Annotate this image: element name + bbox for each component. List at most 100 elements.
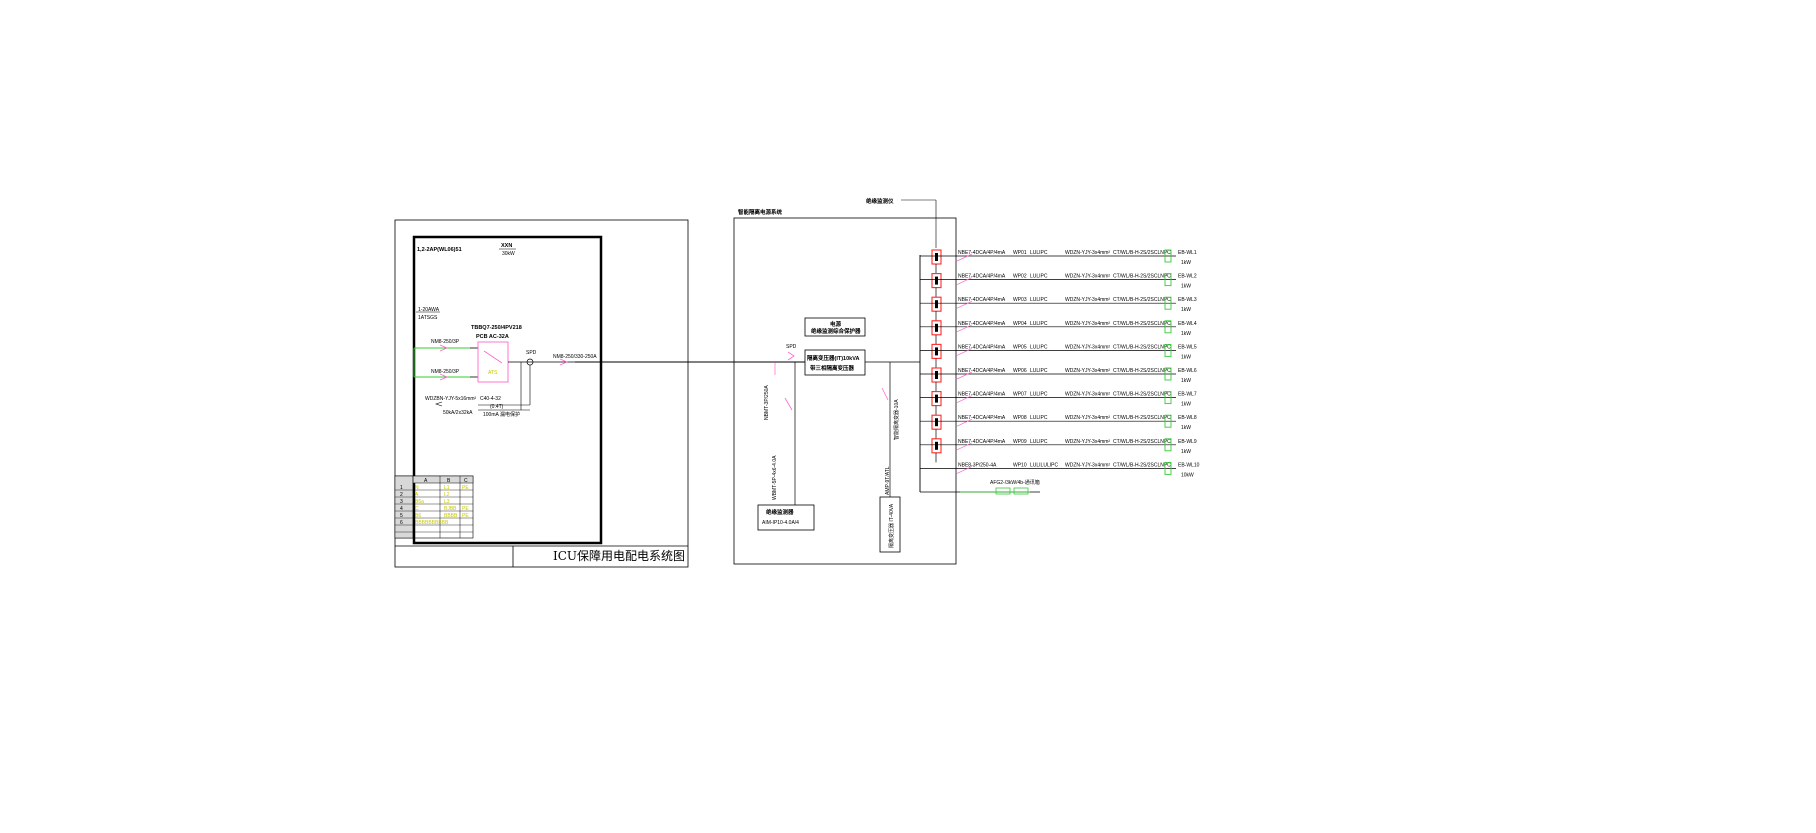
circuit-load-label: LULIPC	[1030, 344, 1048, 350]
panel-id: XXN	[501, 243, 512, 249]
circuit-cable-label: WDZN-YJY-3x4mm²	[1065, 250, 1110, 256]
module-core	[935, 418, 938, 427]
power-box-line2: 绝缘监测综合保护器	[811, 327, 861, 335]
circuit-breaker-label: NBE7-4DCA/4P/4mA	[958, 321, 1006, 327]
circuit-load-label: LULIPC	[1030, 274, 1048, 280]
load-terminal	[1164, 273, 1172, 287]
circuit-id-label: EB-WL10	[1178, 462, 1200, 468]
breaker-symbol	[956, 348, 973, 356]
out-breaker-symbol	[559, 358, 569, 366]
legend-header-c: C	[464, 478, 468, 484]
right-box-label: 隔离变压器 IT-40VA	[888, 503, 895, 548]
circuit-note-label: CT/WL/B-H-2S/2SCLNPC	[1113, 321, 1171, 327]
circuit-note-label: CT/WL/B-H-2S/2SCLNPC	[1113, 368, 1171, 374]
load-terminal	[1164, 320, 1172, 334]
circuit-wl-label: WP02	[1013, 274, 1027, 280]
circuit-breaker-label: NBE7-4DCA/4P/4mA	[958, 274, 1006, 280]
legend-row-b: L2	[444, 492, 450, 498]
circuit-id-label: EB-WL6	[1178, 368, 1197, 374]
circuit-kw-label: 1kW	[1181, 402, 1191, 408]
circuit-id-label: EB-WL5	[1178, 344, 1197, 350]
breaker-symbol	[956, 371, 973, 380]
legend-row-a: B6	[415, 513, 421, 519]
module-core	[935, 347, 938, 356]
circuit-cable-label: WDZN-YJY-3x4mm²	[1065, 392, 1110, 398]
load-terminal	[1164, 249, 1172, 263]
legend-header-b: B	[447, 478, 451, 484]
circuit-cable-label: WDZN-YJY-3x4mm²	[1065, 344, 1110, 350]
circuit-id-label: EB-WL9	[1178, 439, 1197, 445]
circuit-breaker-label: NBE7-4DCA/4P/4mA	[958, 392, 1006, 398]
breaker-symbol	[956, 395, 973, 403]
right-panel-title: 智能隔离电源系统	[738, 208, 783, 216]
circuit-id-label: EB-WL1	[1178, 250, 1197, 256]
ats-sub: PCB AC-32A	[476, 334, 509, 340]
ats-box	[477, 341, 509, 383]
circuit-note-label: CT/WL/B-H-2S/2SCLNPC	[1113, 392, 1171, 398]
breaker-symbol	[956, 324, 973, 333]
circuit-id-label: EB-WL2	[1178, 274, 1197, 280]
insulation-modules	[931, 249, 942, 463]
ats-model: TBBQ7-250/4PV218	[471, 325, 522, 331]
monitor-box-line2: AIM-IP10-4.0A/4	[762, 520, 799, 526]
right-branch-label: 智能隔离变器-10A	[893, 399, 900, 440]
module-core	[935, 394, 938, 403]
breaker-symbol	[956, 466, 973, 474]
input-breaker-symbol	[787, 351, 795, 361]
spd-b: (0.4T)	[490, 404, 504, 410]
breaker-in2-symbol	[439, 373, 449, 381]
legend-row-a: B6a	[415, 499, 424, 505]
circuit-breaker-label: NBE7-4DCA/4P/4mA	[958, 368, 1006, 374]
left-panel-title: ICU保障用电配电系统图	[553, 548, 685, 563]
circuit-load-label: LULIPC	[1030, 439, 1048, 445]
circuit-breaker-label: NBE7-4DCA/4P/4mA	[958, 297, 1006, 303]
legend-row-c: PE	[462, 506, 469, 512]
legend-row-n: 6	[400, 520, 403, 526]
circuit-id-label: EB-WL7	[1178, 392, 1197, 398]
module-core	[935, 300, 938, 309]
circuit-kw-label: 1kW	[1181, 449, 1191, 455]
breaker-in1-symbol	[439, 344, 449, 352]
spd-note: 100mA 漏电保护	[483, 411, 520, 418]
circuit-wl-label: WP05	[1013, 344, 1027, 350]
legend-table: A B C 1 N L1 PE 2 A L2 3 B6a L3 4 C BJBB…	[394, 475, 474, 539]
left-branch-label: NBMT-3P/250A	[764, 385, 770, 420]
left-branch-label2: WBMT-5P-4x6-4.0A	[772, 455, 778, 500]
circuit-note-label: CT/WL/B-H-2S/2SCLNPC	[1113, 415, 1171, 421]
circuit-wl-label: WP03	[1013, 297, 1027, 303]
breaker-symbol	[956, 253, 973, 262]
circuit-wl-label: WP04	[1013, 321, 1027, 327]
circuit-note-label: CT/WL/B-H-2S/2SCLNPC	[1113, 439, 1171, 445]
circuit-note-label: CT/WL/B-H-2S/2SCLNPC	[1113, 344, 1171, 350]
load-terminal	[1164, 343, 1172, 357]
spd-a: C40-4-32	[480, 396, 501, 402]
input-breaker-label: SPD	[786, 344, 797, 350]
cable-top-label: 1,2-2AP(WL06)51	[417, 247, 462, 253]
meter-label: SPD	[526, 350, 537, 356]
load-terminal	[1164, 296, 1172, 310]
out-breaker-label: NM8-250/330-250A	[553, 354, 597, 360]
legend-row-n: 2	[400, 492, 403, 498]
legend-row-a: N	[415, 485, 419, 491]
circuit-cable-label: WDZN-YJY-3x4mm²	[1065, 415, 1110, 421]
circuit-load-label: LULIPC	[1030, 250, 1048, 256]
circuit-breaker-label: NBE7-4DCA/4P/4mA	[958, 250, 1006, 256]
circuit-breaker-label: NBE7-4DCA/4P/4mA	[958, 344, 1006, 350]
load-terminal	[1164, 438, 1172, 452]
legend-row-n: 5	[400, 513, 403, 519]
label-b: 1ATSGS	[418, 315, 438, 321]
legend-row-n: 1	[400, 485, 403, 491]
circuit-note-label: CT/WL/B-H-2S/2SCLNPC	[1113, 250, 1171, 256]
circuit-note-label: CT/WL/B-H-2S/2SCLNPC	[1113, 297, 1171, 303]
circuit-cable-label: WDZN-YJY-3x4mm²	[1065, 274, 1110, 280]
left-panel: ICU保障用电配电系统图 1,2-2AP(WL06)51 XXN 30kW 1-…	[394, 219, 689, 568]
transformer-line1: 隔离变压器(IT)10kVA	[807, 354, 859, 362]
legend-row-b: BJBB	[444, 506, 457, 512]
circuit-kw-label: 1kW	[1181, 425, 1191, 431]
